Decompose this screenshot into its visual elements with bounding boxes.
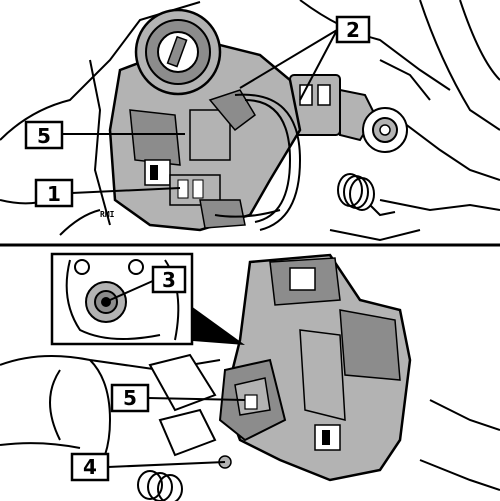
rmi-marking: RMI: [100, 210, 115, 219]
callout-2-top: 2: [335, 15, 371, 44]
adjustment-knob: [362, 107, 408, 153]
return-spring: [137, 470, 183, 501]
callout-label: 4: [83, 455, 97, 479]
top-panel: RMI 2 5 1: [0, 0, 500, 242]
wiring-cable: [214, 93, 302, 231]
spring: [337, 173, 396, 217]
callout-1-top: 1: [34, 178, 74, 208]
bottom-leader-lines: [107, 397, 246, 468]
inset-pointer: [180, 298, 245, 345]
top-leader-lines: [62, 29, 338, 194]
callout-3-bottom: 3: [151, 265, 187, 294]
callout-label: 5: [123, 386, 137, 410]
callout-5-bottom: 5: [110, 383, 150, 413]
callout-label: 1: [47, 182, 61, 206]
callout-5-top: 5: [24, 120, 64, 150]
callout-label: 5: [37, 124, 51, 148]
callout-label: 2: [346, 18, 360, 42]
ignition-module-body: [218, 253, 412, 482]
detail-inset: 3: [50, 252, 245, 346]
lock-cylinder: [134, 8, 222, 96]
ignition-switch-assembly: [108, 8, 302, 232]
bottom-panel: 3 5 4: [0, 252, 500, 501]
column-bracket: [148, 353, 217, 457]
callout-4-bottom: 4: [70, 452, 110, 482]
callout-label: 3: [162, 268, 176, 292]
